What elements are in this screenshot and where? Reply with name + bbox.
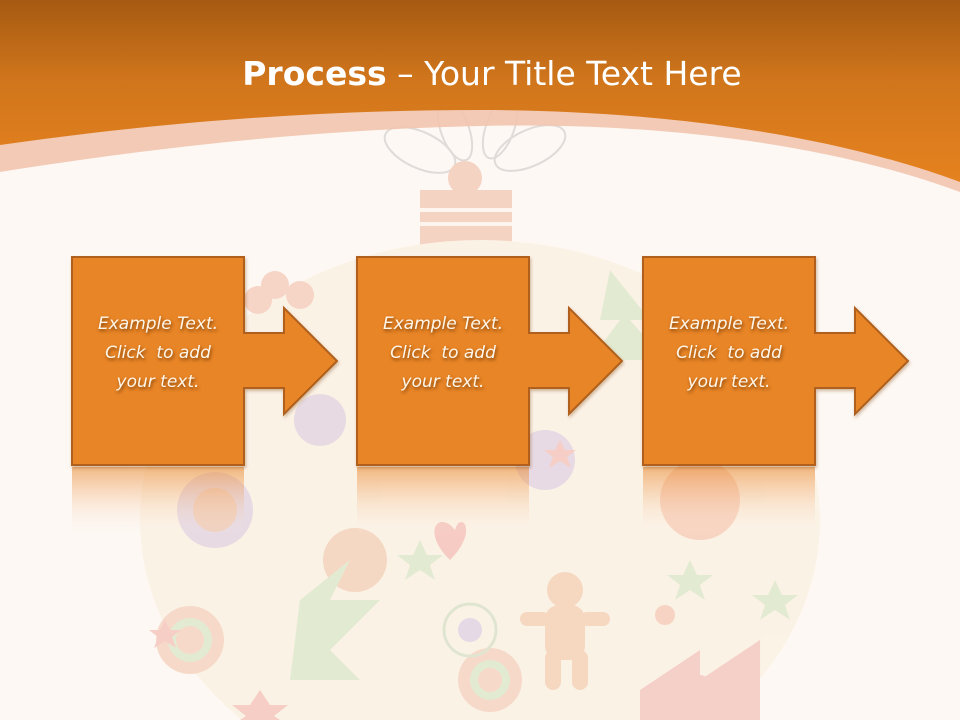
title-rest: Your Title Text Here [424, 54, 742, 93]
step-1-reflection [72, 467, 244, 537]
step-3-line-2: Click to add [676, 343, 782, 363]
step-1-text[interactable]: Example Text. Click to add your text. [72, 310, 244, 397]
step-2-reflection [357, 467, 529, 537]
step-1-line-3: your text. [116, 372, 200, 392]
step-3-text[interactable]: Example Text. Click to add your text. [643, 310, 815, 397]
step-2-arrow-callout[interactable] [356, 256, 624, 466]
step-2-line-1: Example Text. [382, 314, 504, 334]
step-2-text[interactable]: Example Text. Click to add your text. [357, 310, 529, 397]
step-3-line-1: Example Text. [668, 314, 790, 334]
header-banner [0, 0, 960, 192]
step-1-arrow-callout[interactable] [71, 256, 339, 466]
step-1-line-2: Click to add [105, 343, 211, 363]
step-3-reflection [643, 467, 815, 537]
title-separator: – [386, 54, 425, 93]
step-3-arrow-callout[interactable] [642, 256, 910, 466]
step-3-line-3: your text. [687, 372, 771, 392]
slide-title[interactable]: Process – Your Title Text Here [0, 52, 960, 96]
title-bold: Process [242, 54, 387, 93]
step-1-line-1: Example Text. [97, 314, 219, 334]
step-2-line-2: Click to add [390, 343, 496, 363]
step-2-line-3: your text. [401, 372, 485, 392]
